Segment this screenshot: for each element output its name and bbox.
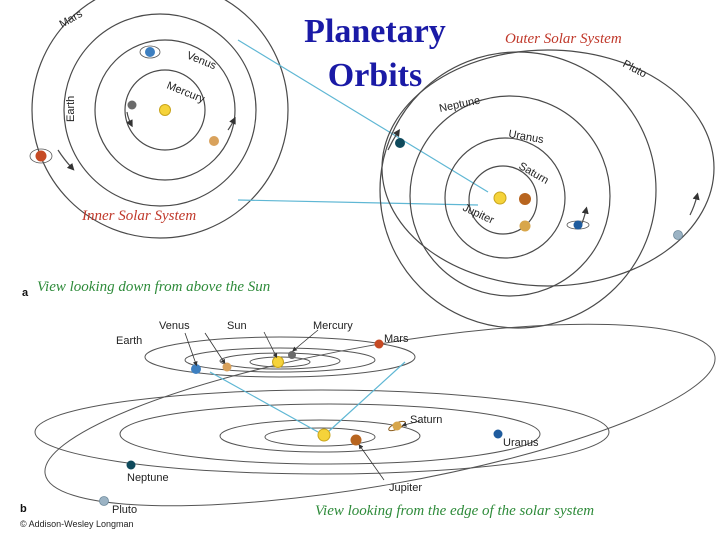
venus-orbit [94, 39, 236, 181]
mercury-orbit-arrow [126, 111, 133, 128]
edge-label-sun: Sun [227, 320, 247, 332]
title-line-2: Orbits [328, 57, 422, 94]
edge-jupiter-orbit [264, 427, 376, 447]
edge-label-pluto: Pluto [112, 504, 137, 516]
edge-venus-orbit [219, 352, 341, 370]
mercury-planet-icon [127, 100, 137, 110]
leader-saturn [401, 420, 421, 427]
edge-label-neptune: Neptune [127, 472, 169, 484]
edge-neptune-orbit [34, 389, 610, 475]
uranus-orbit [409, 95, 611, 297]
label-venus-inner: Venus [185, 50, 218, 73]
leader-sun [263, 331, 278, 359]
edge-saturn-orbit [219, 419, 421, 453]
jupiter-planet-icon [519, 220, 531, 232]
edge-connector-left [209, 371, 319, 433]
edge-label-jupiter: Jupiter [389, 482, 422, 494]
mars-orbit [31, 0, 289, 239]
edge-uranus-icon [493, 429, 503, 439]
edge-earth-orbit [184, 347, 376, 373]
edge-pluto-orbit [44, 323, 716, 507]
label-pluto-outer: Pluto [621, 58, 649, 80]
saturn-orbit [444, 137, 566, 259]
earth-spin-ring [139, 45, 161, 59]
edge-mars-icon [374, 339, 384, 349]
saturn-planet-icon [519, 193, 531, 205]
edge-label-venus: Venus [159, 320, 190, 332]
neptune-planet-icon [395, 138, 405, 148]
label-mercury-inner: Mercury [165, 80, 207, 106]
pluto-orbit [381, 49, 715, 287]
sun-outer-icon [493, 191, 507, 205]
jupiter-orbit [468, 165, 538, 235]
edge-label-saturn: Saturn [410, 414, 442, 426]
edge-venus-icon [222, 362, 232, 372]
title-line-1: Planetary [304, 13, 446, 50]
panel-b-letter: b [20, 503, 27, 515]
edge-pluto-icon [99, 496, 109, 506]
edge-label-earth: Earth [116, 335, 142, 347]
edge-earth-icon [191, 364, 201, 374]
panel-b-caption: View looking from the edge of the solar … [315, 503, 594, 519]
panel-a-caption: View looking down from above the Sun [37, 279, 270, 295]
neptune-orbit-arrow [387, 128, 400, 151]
edge-mars-orbit [144, 336, 416, 378]
label-uranus-outer: Uranus [507, 128, 544, 146]
edge-sun-icon [272, 356, 284, 368]
leader-earth [184, 332, 198, 367]
venus-planet-icon [209, 136, 219, 146]
uranus-planet-icon [573, 220, 583, 230]
pluto-planet-icon [673, 230, 683, 240]
copyright-text: © Addison-Wesley Longman [20, 519, 134, 529]
neptune-orbit [379, 51, 657, 329]
mars-spin-ring [29, 148, 53, 164]
mercury-orbit [124, 69, 206, 151]
outer-solar-system: Outer Solar System Pluto Neptune Uranus … [379, 31, 715, 329]
mars-orbit-arrow [57, 149, 75, 171]
sun-icon [159, 104, 171, 116]
edge-label-mars: Mars [384, 333, 409, 345]
edge-label-mercury: Mercury [313, 320, 353, 332]
edge-jupiter-icon [350, 434, 362, 446]
edge-uranus-orbit [119, 403, 541, 465]
outer-solar-system-title: Outer Solar System [505, 31, 622, 47]
leader-venus [204, 332, 226, 365]
panel-a-letter: a [22, 287, 29, 299]
mars-planet-icon [35, 150, 47, 162]
edge-mercury-icon [288, 351, 296, 359]
edge-connector-right [327, 361, 406, 433]
earth-planet-icon [145, 47, 155, 57]
earth-orbit [63, 13, 257, 207]
leader-mercury [292, 329, 319, 352]
venus-orbit-arrow [227, 116, 236, 131]
inner-solar-system: Mars Venus Mercury Earth Inner Solar Sys… [29, 0, 289, 239]
label-neptune-outer: Neptune [438, 95, 481, 115]
connector-line-bottom [237, 199, 479, 206]
edge-saturn-icon [388, 420, 406, 432]
label-earth-inner: Earth [65, 96, 77, 122]
leader-jupiter [358, 444, 385, 481]
pluto-orbit-arrow [689, 192, 700, 216]
edge-label-uranus: Uranus [503, 437, 539, 449]
edge-view: Venus Sun Mercury Earth Mars Saturn Uran… [34, 320, 716, 516]
edge-neptune-icon [126, 460, 136, 470]
connector-line-top [237, 39, 489, 193]
label-mars-inner: Mars [58, 8, 86, 31]
label-saturn-outer: Saturn [517, 160, 551, 187]
inner-solar-system-title: Inner Solar System [81, 208, 196, 224]
edge-sun-outer-icon [317, 428, 331, 442]
